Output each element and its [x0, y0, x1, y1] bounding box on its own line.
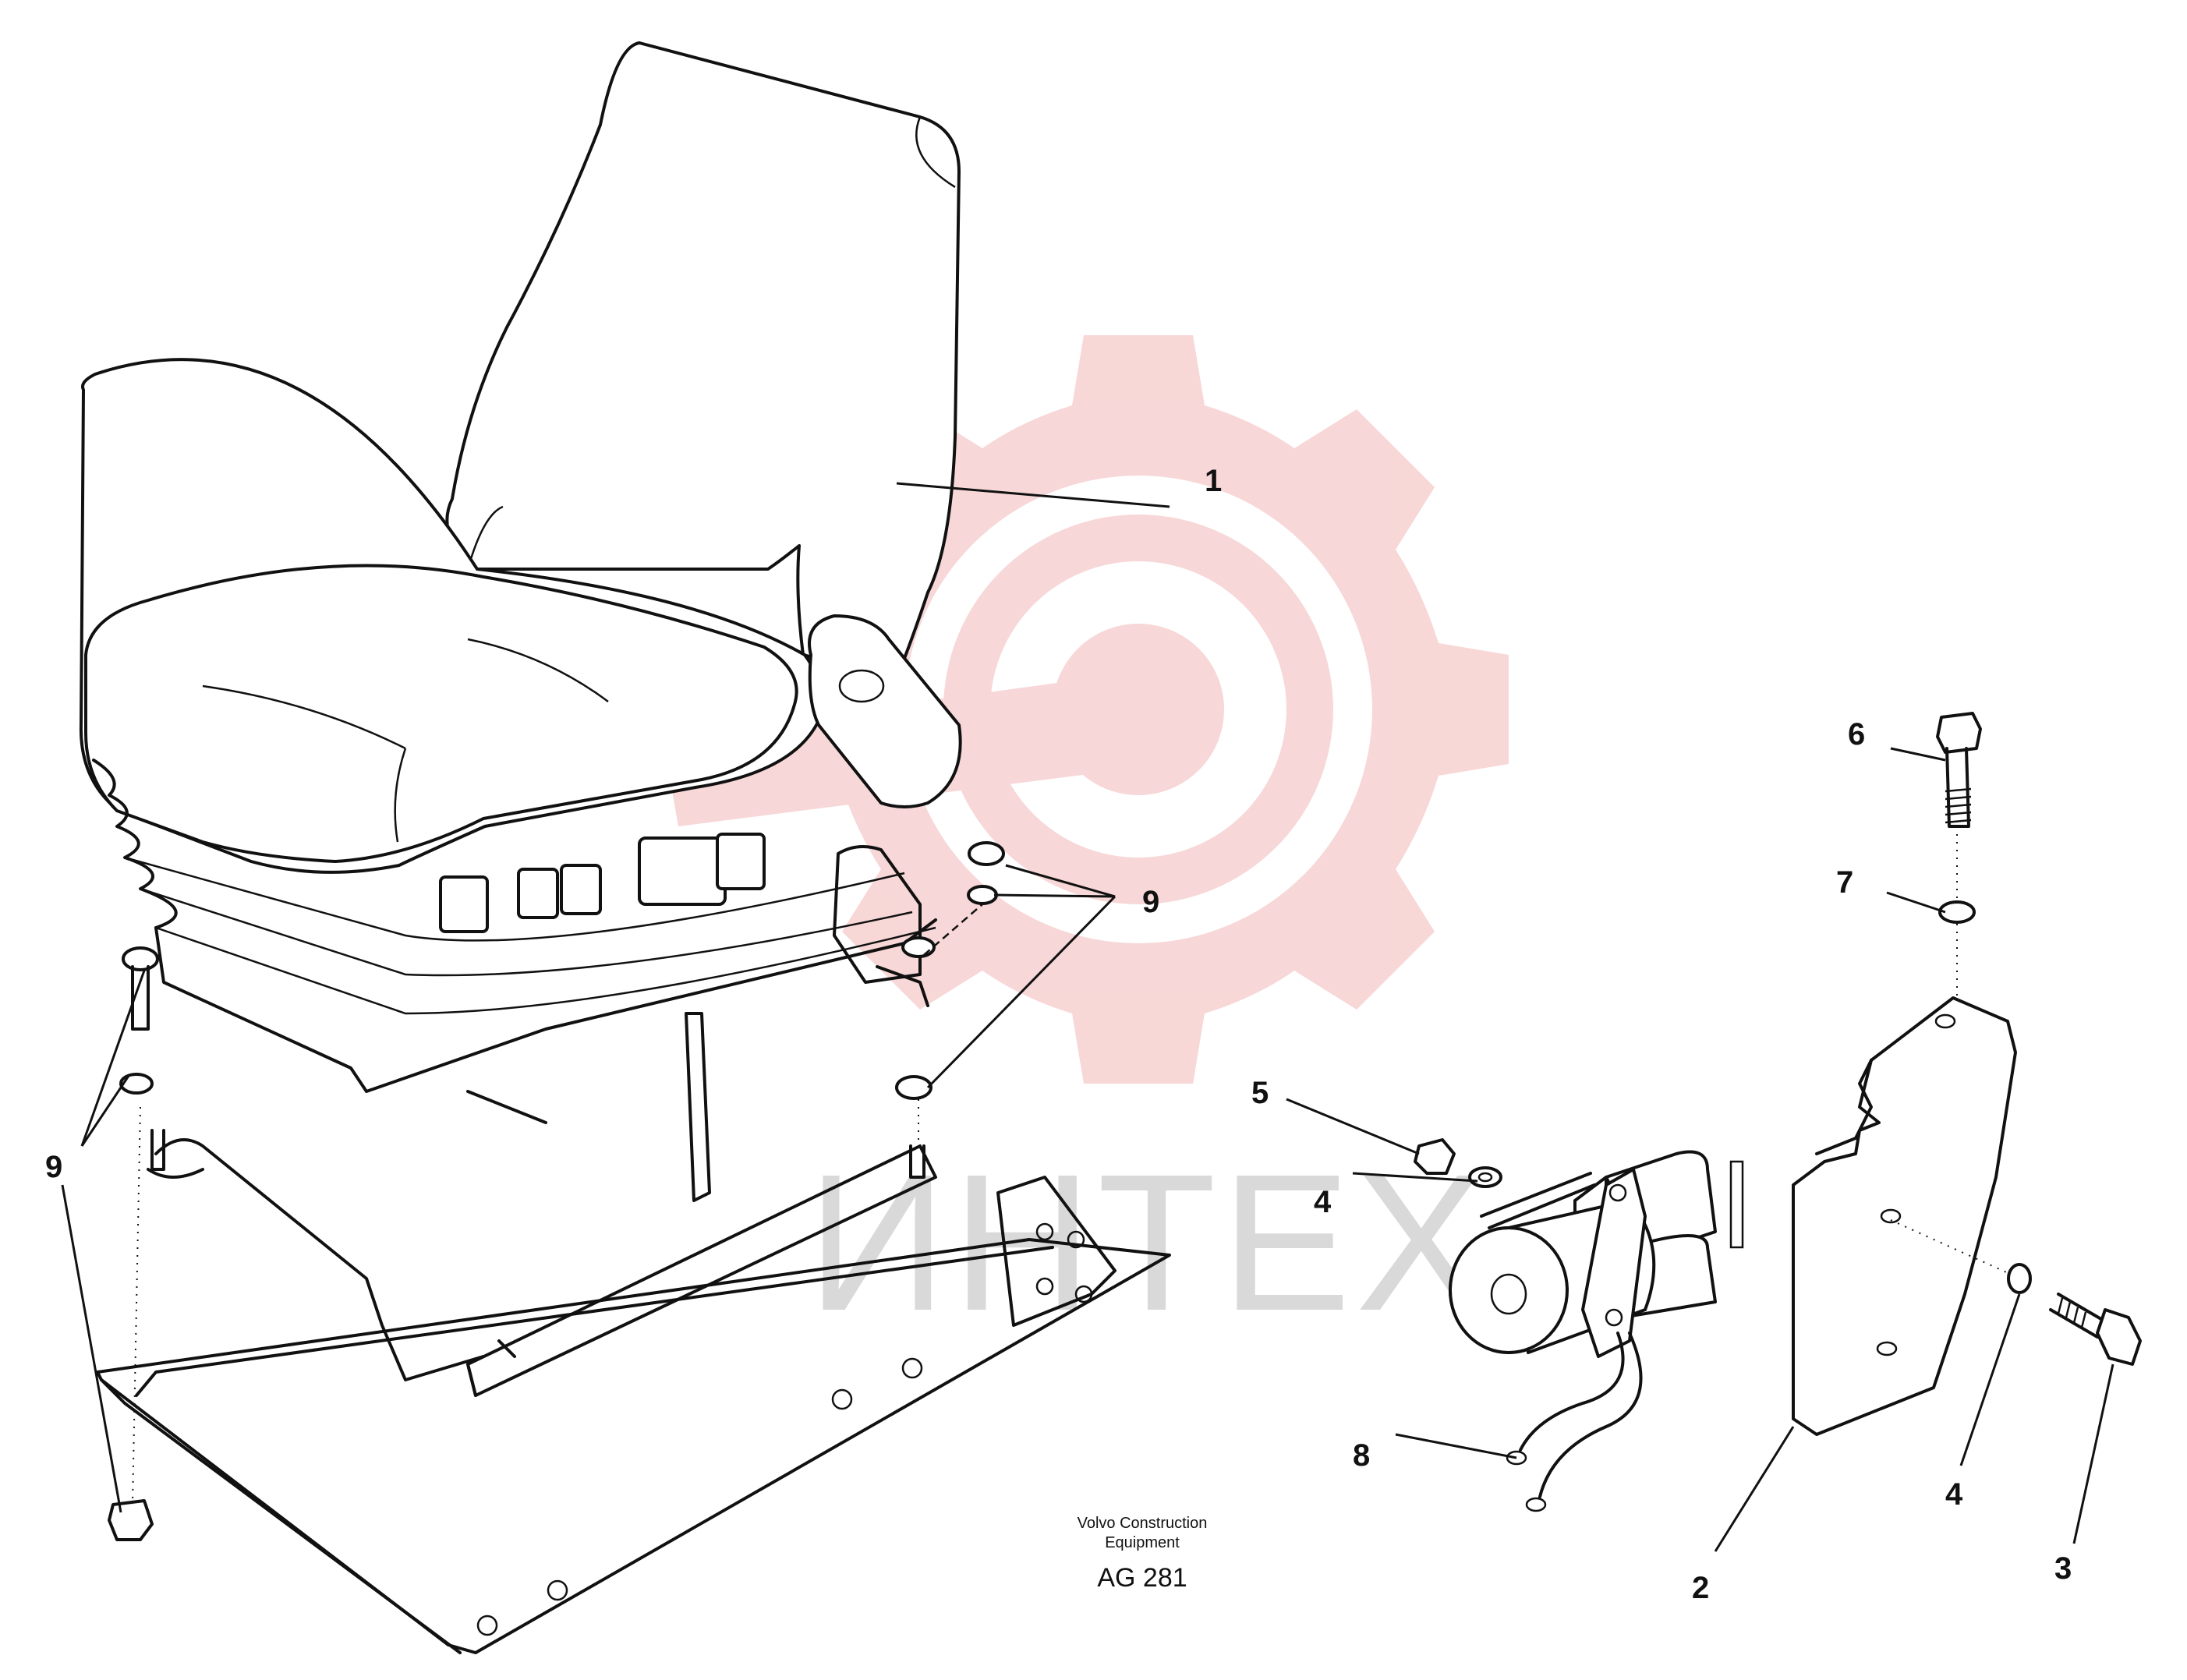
bolt-and-washer-right [1890, 1219, 2142, 1366]
callout-4-center: 4 [1314, 1185, 1332, 1219]
watermark-text: ИНТЕХ [807, 1134, 1490, 1351]
bolt-and-washer-top [1936, 712, 1982, 998]
callout-9-left: 9 [45, 1150, 62, 1184]
mounting-plate [1792, 996, 2017, 1436]
company-name-line2: Equipment [1105, 1534, 1180, 1551]
callout-9-right: 9 [1142, 885, 1159, 919]
callout-6: 6 [1848, 717, 1865, 752]
seat-base-frame [96, 1012, 1171, 1654]
callout-8: 8 [1353, 1438, 1370, 1473]
callout-4-right: 4 [1945, 1477, 1963, 1512]
seat [79, 41, 962, 1093]
callout-leaders [61, 482, 2114, 1552]
compressor-assembly [1414, 1138, 1744, 1512]
drawing-code: AG 281 [1097, 1563, 1187, 1593]
callout-7: 7 [1836, 865, 1853, 900]
watermark-gear-logo [663, 335, 1509, 1084]
company-name-line1: Volvo Construction [1078, 1515, 1208, 1532]
callout-1: 1 [1205, 464, 1222, 498]
fasteners-left [108, 841, 1005, 1541]
callout-2: 2 [1692, 1571, 1709, 1605]
callout-3: 3 [2054, 1551, 2072, 1586]
callout-5: 5 [1251, 1076, 1269, 1110]
